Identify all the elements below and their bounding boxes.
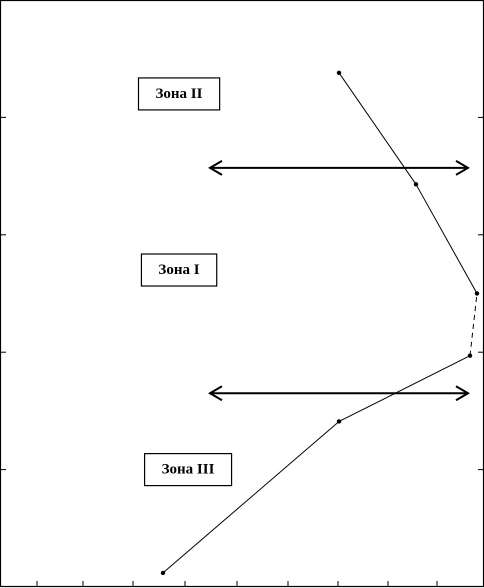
zone-label: Зона III (143, 453, 233, 487)
zone-label: Зона II (137, 77, 221, 111)
y-axis-ticks (0, 116, 484, 471)
series-segment (415, 184, 478, 294)
data-point (413, 182, 419, 187)
data-series (160, 70, 480, 576)
x-axis-ticks (36, 581, 438, 587)
series-segment (338, 355, 471, 422)
boundary-arrowhead-right (455, 385, 470, 402)
data-point (160, 570, 166, 576)
zone-label-box (137, 77, 221, 111)
zone-label-text: Зона III (162, 462, 215, 478)
boundary-arrowhead-left (208, 385, 223, 402)
data-point (467, 353, 473, 358)
series-segment (338, 72, 417, 185)
zone-label-text: Зона I (158, 262, 199, 278)
data-point (336, 419, 342, 424)
data-point (474, 291, 480, 296)
boundary-arrowhead-right (455, 160, 470, 176)
boundary-arrowhead-left (208, 160, 223, 176)
zone-label-box (140, 253, 218, 287)
zone-label: Зона I (140, 253, 218, 287)
zone-label-box (143, 453, 233, 487)
zone-boundaries (208, 160, 470, 402)
zone-labels: Зона II Зона I Зона III (137, 77, 233, 487)
series-segment (162, 421, 340, 574)
data-point (336, 70, 342, 75)
zone-label-text: Зона II (156, 86, 203, 102)
series-segment (469, 293, 478, 356)
